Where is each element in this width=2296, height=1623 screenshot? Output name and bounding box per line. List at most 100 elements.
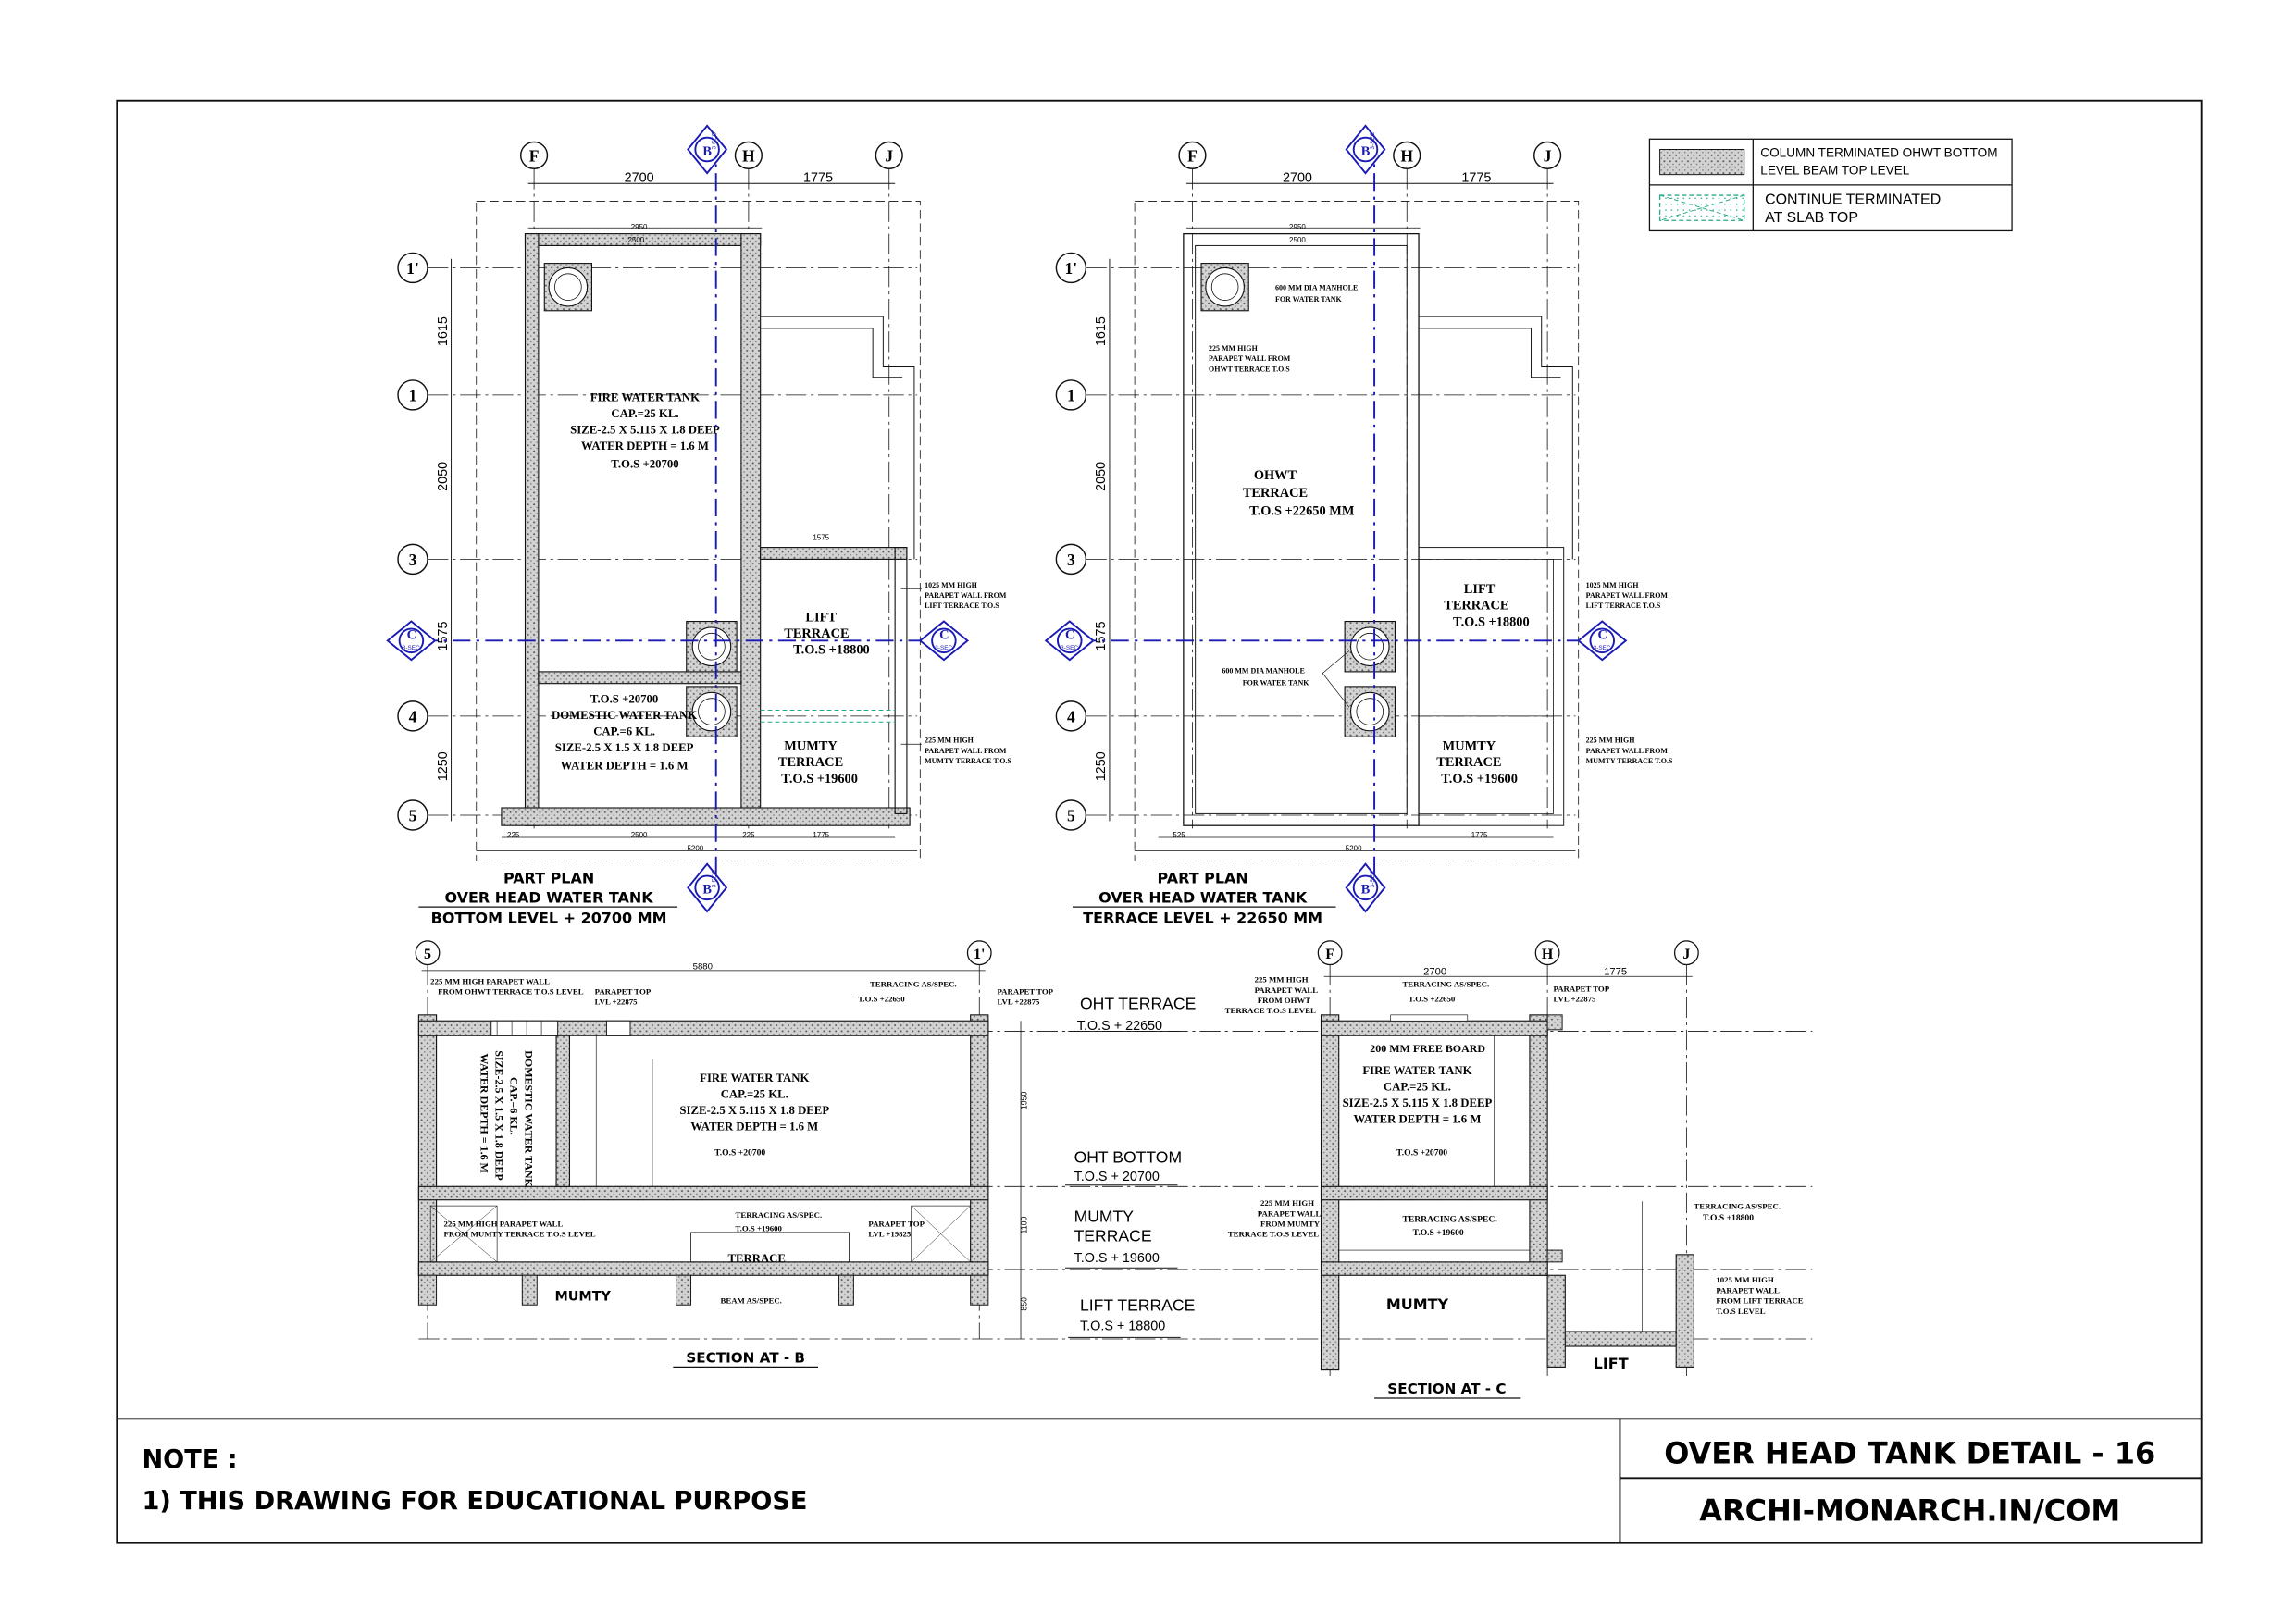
svg-text:FIRE WATER TANK: FIRE WATER TANK [700, 1072, 809, 1084]
svg-text:600 MM DIA MANHOLE: 600 MM DIA MANHOLE [1222, 667, 1304, 675]
svg-text:FROM LIFT TERRACE: FROM LIFT TERRACE [1716, 1296, 1803, 1306]
svg-text:BOTTOM LEVEL + 20700 MM: BOTTOM LEVEL + 20700 MM [431, 910, 667, 927]
svg-text:600 MM DIA MANHOLE: 600 MM DIA MANHOLE [1275, 283, 1358, 291]
plan-bottom-title: PART PLAN OVER HEAD WATER TANK BOTTOM LE… [418, 870, 678, 927]
svg-text:TERRACE: TERRACE [784, 626, 849, 641]
section-c: F H J 2700 1775 225 MM HIGH PARA [1225, 940, 1804, 1399]
plan-terrace-title: PART PLAN OVER HEAD WATER TANK TERRACE L… [1072, 870, 1336, 927]
svg-text:5: 5 [1067, 806, 1075, 824]
section-b-mumty-parapet: 225 MM HIGH PARAPET WALL FROM MUMTY TERR… [444, 1219, 596, 1238]
plan-bottom-level: F H J 2700 1775 1' 1 3 [386, 124, 1011, 927]
svg-text:2700: 2700 [1423, 967, 1446, 978]
svg-text:1: 1 [409, 386, 417, 404]
lift-terrace-label: LIFT TERRACE T.O.S +18800 [784, 611, 869, 658]
svg-text:PARAPET WALL FROM: PARAPET WALL FROM [925, 747, 1007, 755]
lift-terrace-label-2: LIFT TERRACE T.O.S +18800 [1444, 582, 1529, 629]
manhole-note-top: 600 MM DIA MANHOLE FOR WATER TANK [1275, 283, 1358, 304]
svg-text:T.O.S +18800: T.O.S +18800 [1453, 614, 1530, 629]
legend-swatch-continue [1658, 194, 1745, 221]
grid-col-j-2: J [1533, 141, 1562, 169]
svg-text:5: 5 [409, 806, 417, 824]
section-c-tos-19600: T.O.S +19600 [1413, 1228, 1464, 1238]
fire-water-tank-label: FIRE WATER TANK CAP.=25 KL. SIZE-2.5 X 5… [570, 390, 720, 470]
section-c-tos-20700: T.O.S +20700 [1396, 1148, 1447, 1158]
svg-text:PARAPET WALL FROM: PARAPET WALL FROM [1209, 354, 1291, 363]
svg-text:1025 MM HIGH: 1025 MM HIGH [1586, 581, 1640, 589]
section-c-terracing: TERRACING AS/SPEC. [1402, 979, 1489, 988]
level-tag-mumty-terrace: MUMTY TERRACE T.O.S + 19600 [1064, 1208, 1178, 1269]
svg-text:DOMESTIC WATER TANK: DOMESTIC WATER TANK [522, 1050, 535, 1187]
svg-text:T.O.S + 22650: T.O.S + 22650 [1077, 1019, 1162, 1034]
svg-text:1950: 1950 [1019, 1092, 1028, 1110]
svg-text:1575: 1575 [436, 622, 451, 651]
legend: COLUMN TERMINATED OHWT BOTTOM LEVEL BEAM… [1648, 138, 2013, 232]
svg-text:OHWT TERRACE T.O.S: OHWT TERRACE T.O.S [1209, 365, 1290, 373]
section-c-free-board: 200 MM FREE BOARD [1370, 1042, 1485, 1055]
svg-text:1': 1' [1065, 259, 1078, 278]
svg-text:LIFT TERRACE T.O.S: LIFT TERRACE T.O.S [925, 601, 999, 610]
svg-text:T.O.S +19600: T.O.S +19600 [1441, 772, 1518, 787]
svg-text:PART PLAN: PART PLAN [503, 870, 594, 887]
svg-text:TERRACE: TERRACE [1444, 599, 1508, 613]
svg-text:1025 MM HIGH: 1025 MM HIGH [1716, 1275, 1774, 1284]
svg-text:225 MM HIGH: 225 MM HIGH [925, 737, 974, 745]
section-b-parapet-top-b: PARAPET TOP LVL +22875 [997, 986, 1053, 1006]
svg-text:1575: 1575 [1094, 622, 1109, 651]
svg-text:CAP.=25 KL.: CAP.=25 KL. [611, 407, 678, 420]
svg-text:T.O.S +19600: T.O.S +19600 [781, 772, 858, 787]
svg-text:2950: 2950 [1289, 223, 1306, 231]
svg-text:PARAPET TOP: PARAPET TOP [868, 1219, 925, 1228]
svg-text:2050: 2050 [436, 462, 451, 491]
grid-row-3-2: 3 [1055, 543, 1087, 576]
section-b-beam: BEAM AS/SPEC. [721, 1296, 782, 1306]
svg-text:SECTION AT - B: SECTION AT - B [686, 1350, 805, 1367]
svg-text:225 MM HIGH PARAPET WALL: 225 MM HIGH PARAPET WALL [430, 976, 550, 985]
section-marker-c-right-2: C 3-SEC [1577, 620, 1628, 662]
svg-text:1775: 1775 [813, 831, 829, 839]
mumty-parapet-note-2: 225 MM HIGH PARAPET WALL FROM MUMTY TERR… [1586, 737, 1673, 765]
svg-text:OVER HEAD WATER TANK: OVER HEAD WATER TANK [1098, 888, 1308, 906]
svg-text:H: H [742, 146, 755, 165]
dim-top-1775: 1775 [803, 171, 833, 186]
lift-parapet-note-2: 1025 MM HIGH PARAPET WALL FROM LIFT TERR… [1586, 581, 1669, 610]
section-c-parapet-mumty: 225 MM HIGH PARAPET WALL FROM MUMTY TERR… [1228, 1198, 1322, 1239]
svg-text:H: H [1542, 947, 1554, 962]
svg-text:225 MM HIGH: 225 MM HIGH [1255, 975, 1309, 985]
svg-text:1575: 1575 [813, 534, 829, 542]
svg-text:TERRACE: TERRACE [1243, 486, 1308, 501]
grid-col-f-2: F [1178, 141, 1207, 169]
svg-text:LIFT TERRACE: LIFT TERRACE [1080, 1296, 1195, 1315]
section-b-terracing2: TERRACING AS/SPEC. [735, 1210, 822, 1220]
section-b-tos-22650: T.O.S +22650 [858, 994, 905, 1003]
grid-row-4: 4 [397, 700, 428, 732]
svg-text:2050: 2050 [1094, 462, 1109, 491]
svg-text:1025 MM HIGH: 1025 MM HIGH [925, 581, 978, 589]
svg-text:CAP.=6 KL.: CAP.=6 KL. [593, 725, 655, 738]
section-c-title: SECTION AT - C [1374, 1381, 1521, 1399]
svg-text:PARAPET TOP: PARAPET TOP [595, 986, 652, 996]
section-c-fire-tank: FIRE WATER TANK CAP.=25 KL. SIZE-2.5 X 5… [1343, 1064, 1493, 1126]
svg-text:FOR WATER TANK: FOR WATER TANK [1275, 295, 1343, 304]
svg-text:1: 1 [1067, 386, 1075, 404]
svg-text:5200: 5200 [1346, 844, 1362, 852]
svg-text:PARAPET WALL: PARAPET WALL [1258, 1208, 1322, 1218]
svg-text:TERRACE: TERRACE [1436, 755, 1501, 770]
section-c-parapet-ohwt: 225 MM HIGH PARAPET WALL FROM OHWT TERRA… [1225, 975, 1319, 1016]
svg-text:WATER DEPTH = 1.6 M: WATER DEPTH = 1.6 M [690, 1121, 818, 1134]
svg-text:FIRE WATER TANK: FIRE WATER TANK [1362, 1064, 1471, 1077]
grid-row-5: 5 [397, 799, 428, 831]
section-b-parapet-top-c: PARAPET TOP LVL +19825 [868, 1219, 925, 1238]
svg-text:T.O.S +22650 MM: T.O.S +22650 MM [1249, 503, 1355, 518]
svg-text:TERRACE: TERRACE [1074, 1226, 1152, 1245]
section-b-fire-tank: FIRE WATER TANK CAP.=25 KL. SIZE-2.5 X 5… [679, 1072, 829, 1134]
svg-text:T.O.S +20700: T.O.S +20700 [611, 457, 678, 470]
svg-text:2700: 2700 [1283, 171, 1312, 186]
svg-text:3-SEC: 3-SEC [1370, 870, 1376, 887]
svg-text:3-SEC: 3-SEC [1594, 645, 1611, 651]
svg-text:C: C [939, 628, 949, 643]
svg-text:TERRACE LEVEL + 22650 MM: TERRACE LEVEL + 22650 MM [1083, 910, 1322, 927]
svg-text:1250: 1250 [1094, 751, 1109, 781]
svg-text:MUMTY TERRACE T.O.S: MUMTY TERRACE T.O.S [925, 757, 1011, 765]
legend-item1-line1: COLUMN TERMINATED OHWT BOTTOM [1760, 145, 1997, 159]
legend-item2-line2: AT SLAB TOP [1765, 210, 1858, 226]
